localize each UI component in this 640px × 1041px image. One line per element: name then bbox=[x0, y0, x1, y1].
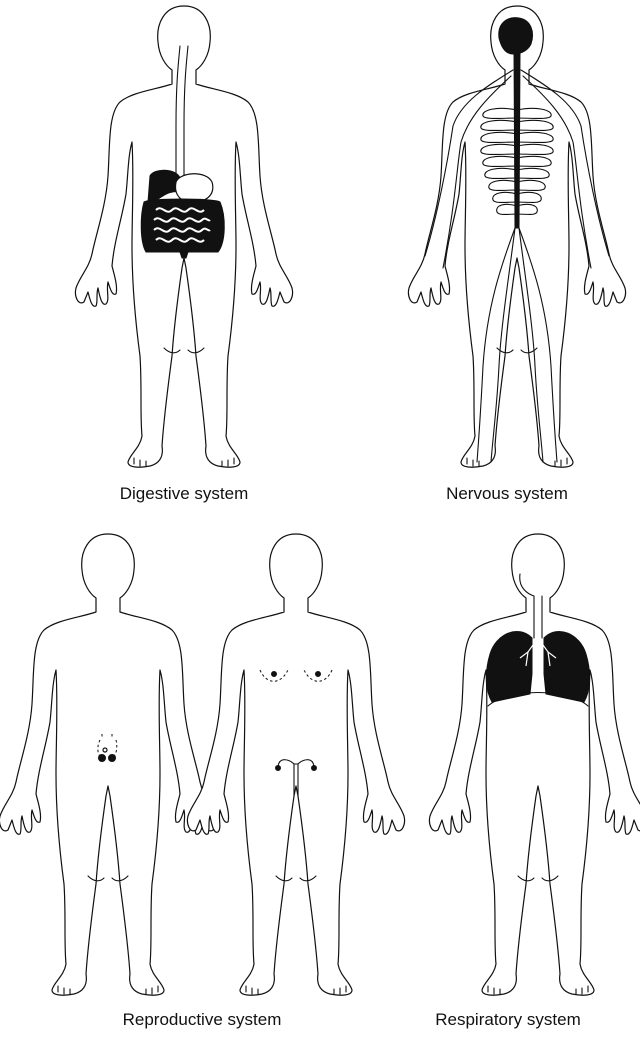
caption-digestive-system: Digestive system bbox=[54, 484, 314, 504]
female-figure bbox=[187, 534, 404, 995]
caption-nervous-system: Nervous system bbox=[377, 484, 637, 504]
digestive-figure bbox=[75, 6, 292, 467]
caption-reproductive-system: Reproductive system bbox=[72, 1010, 332, 1030]
nervous-figure bbox=[408, 6, 625, 467]
male-figure bbox=[0, 534, 217, 995]
caption-respiratory-system: Respiratory system bbox=[378, 1010, 638, 1030]
respiratory-figure bbox=[429, 534, 640, 995]
